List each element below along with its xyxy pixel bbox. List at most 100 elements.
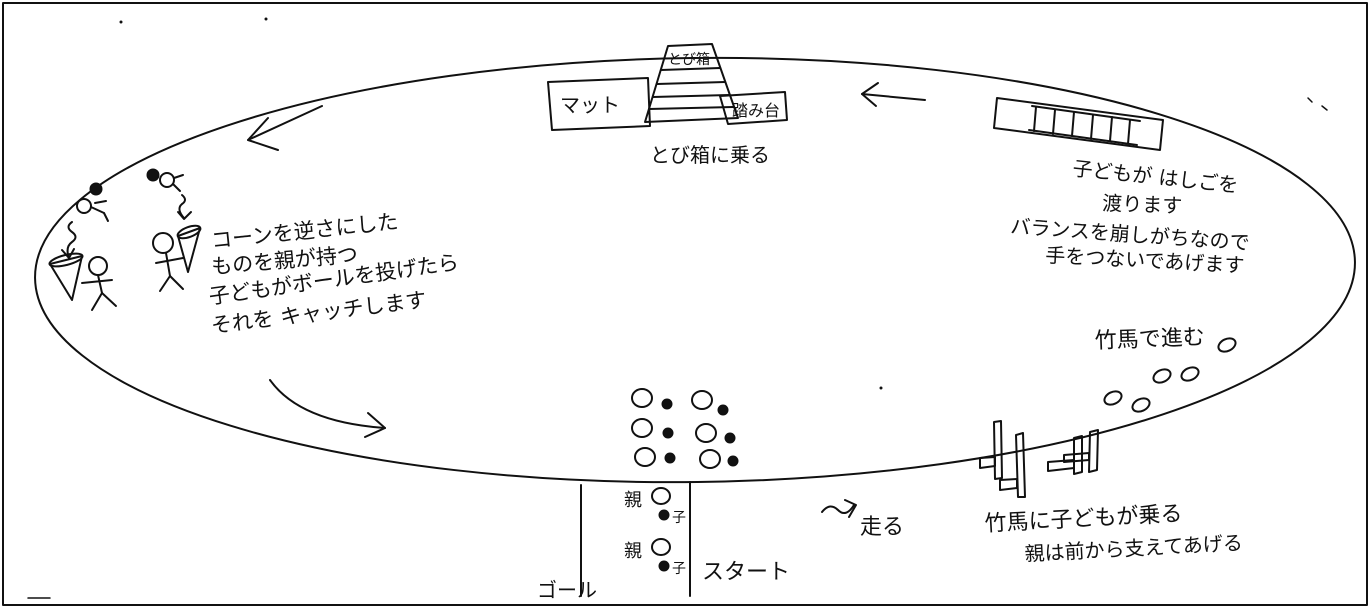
child-marker — [658, 509, 670, 521]
arrow-head — [364, 412, 386, 438]
run-arrow — [821, 504, 855, 515]
mat-label: マット — [560, 93, 620, 117]
stilts-note-line: 親は前から支えてあげる — [1024, 531, 1243, 566]
ladder-note-line: 子どもが はしごを — [1071, 156, 1239, 197]
stilts-note-line: 竹馬に子どもが乗る — [984, 502, 1183, 537]
parent-leg — [101, 292, 117, 307]
parent-head — [88, 256, 108, 276]
ladder-note-line: 渡ります — [1102, 191, 1183, 218]
parent-body — [165, 252, 171, 277]
parent-leg — [169, 275, 184, 290]
child-marker — [661, 398, 673, 410]
mat — [547, 77, 651, 131]
arrow-head — [177, 211, 192, 220]
cone — [177, 227, 201, 273]
stray-mark — [119, 20, 123, 24]
parent-label: 親 — [624, 490, 642, 511]
parent-with-cone — [152, 224, 202, 292]
cone-catch-station: コーンを逆さにした ものを親が持つ 子どもがボールを投げたら それを キャッチし… — [48, 168, 460, 338]
arrow-shaft — [247, 105, 323, 141]
parent-marker — [695, 423, 717, 443]
child-leg — [103, 212, 109, 222]
parent-marker — [631, 388, 653, 408]
start-pair: 親 子 — [624, 538, 686, 577]
child-label: 子 — [672, 561, 686, 577]
stilts-station: 竹馬に子どもが乗る 親は前から支えてあげる — [979, 420, 1243, 566]
stray-mark — [1321, 105, 1328, 111]
springboard-label: 踏み台 — [732, 101, 780, 120]
child-marker — [662, 427, 674, 439]
arrow-shaft — [269, 379, 386, 429]
footprint — [1103, 390, 1123, 406]
start-pair: 親 子 — [624, 487, 686, 526]
cone-opening — [48, 252, 84, 268]
parent-with-cone — [48, 252, 117, 311]
jump-box-tier — [656, 81, 726, 85]
ball — [89, 182, 103, 196]
child-marker — [724, 432, 736, 444]
child-marker — [727, 455, 739, 467]
stilt-walk-caption: 竹馬で進む — [1094, 325, 1205, 354]
child-marker — [717, 404, 729, 416]
footprint — [1131, 397, 1151, 413]
ladder-rung — [1071, 111, 1075, 137]
cone-opening — [176, 224, 202, 240]
jump-box-tier — [660, 67, 721, 71]
ladder-rung — [1052, 109, 1056, 135]
springboard — [719, 91, 788, 125]
parent-marker — [691, 390, 713, 410]
start-label: スタート — [702, 560, 790, 585]
stilt-pair — [1047, 429, 1099, 475]
child-arm — [94, 200, 107, 204]
parent-head — [152, 232, 174, 254]
waiting-pairs-grid — [631, 388, 739, 469]
stilt-pole — [993, 420, 1003, 480]
footprint — [1180, 366, 1200, 382]
jump-box-station: マット とび箱 踏み台 とび箱に乗る — [547, 43, 788, 167]
stilt-footrest — [999, 478, 1018, 491]
parent-marker — [634, 447, 656, 467]
child-body — [90, 206, 105, 214]
direction-arrow-top — [861, 82, 926, 107]
parent-arms — [81, 279, 113, 284]
arrow-head — [861, 82, 879, 107]
parent-marker — [699, 449, 721, 469]
parent-body — [97, 274, 103, 294]
arrow-head — [61, 248, 75, 259]
parent-leg — [91, 292, 103, 311]
jump-box-caption: とび箱に乗る — [650, 143, 770, 167]
ladder-station: 子どもが はしごを 渡ります バランスを崩しがちなので 手をつないであげます — [993, 97, 1250, 277]
child-body — [172, 183, 181, 192]
child-arm — [173, 174, 184, 179]
footprint — [1152, 368, 1172, 384]
parent-marker — [651, 538, 671, 556]
stilt-pole — [1015, 432, 1026, 498]
ladder-rung — [1127, 119, 1131, 145]
throw-path-arrow — [66, 221, 77, 259]
ladder — [993, 97, 1164, 151]
run-indicator: 走る — [821, 499, 904, 540]
ladder-rung — [1109, 116, 1113, 142]
direction-arrow-lower-left — [269, 379, 386, 438]
throw-path-arrow — [178, 194, 186, 219]
stilt-footrest — [1047, 459, 1075, 472]
ladder-rung — [1090, 114, 1094, 140]
child-label: 子 — [672, 510, 686, 526]
run-label: 走る — [860, 515, 904, 540]
cone — [49, 255, 83, 301]
goal-label: ゴール — [537, 578, 597, 602]
course-oval — [34, 56, 1356, 484]
child-figure — [76, 182, 109, 222]
ball — [146, 168, 160, 182]
stray-mark — [1307, 97, 1313, 103]
jump-box-label: とび箱 — [668, 52, 710, 68]
start-goal-area: 親 子 親 子 ゴール スタート — [537, 481, 790, 602]
child-figure — [146, 168, 184, 192]
child-head — [159, 172, 175, 188]
child-head — [76, 198, 92, 214]
footprint — [1217, 337, 1237, 353]
arrow-head — [247, 117, 279, 151]
child-marker — [658, 560, 670, 572]
parent-marker — [651, 487, 671, 505]
